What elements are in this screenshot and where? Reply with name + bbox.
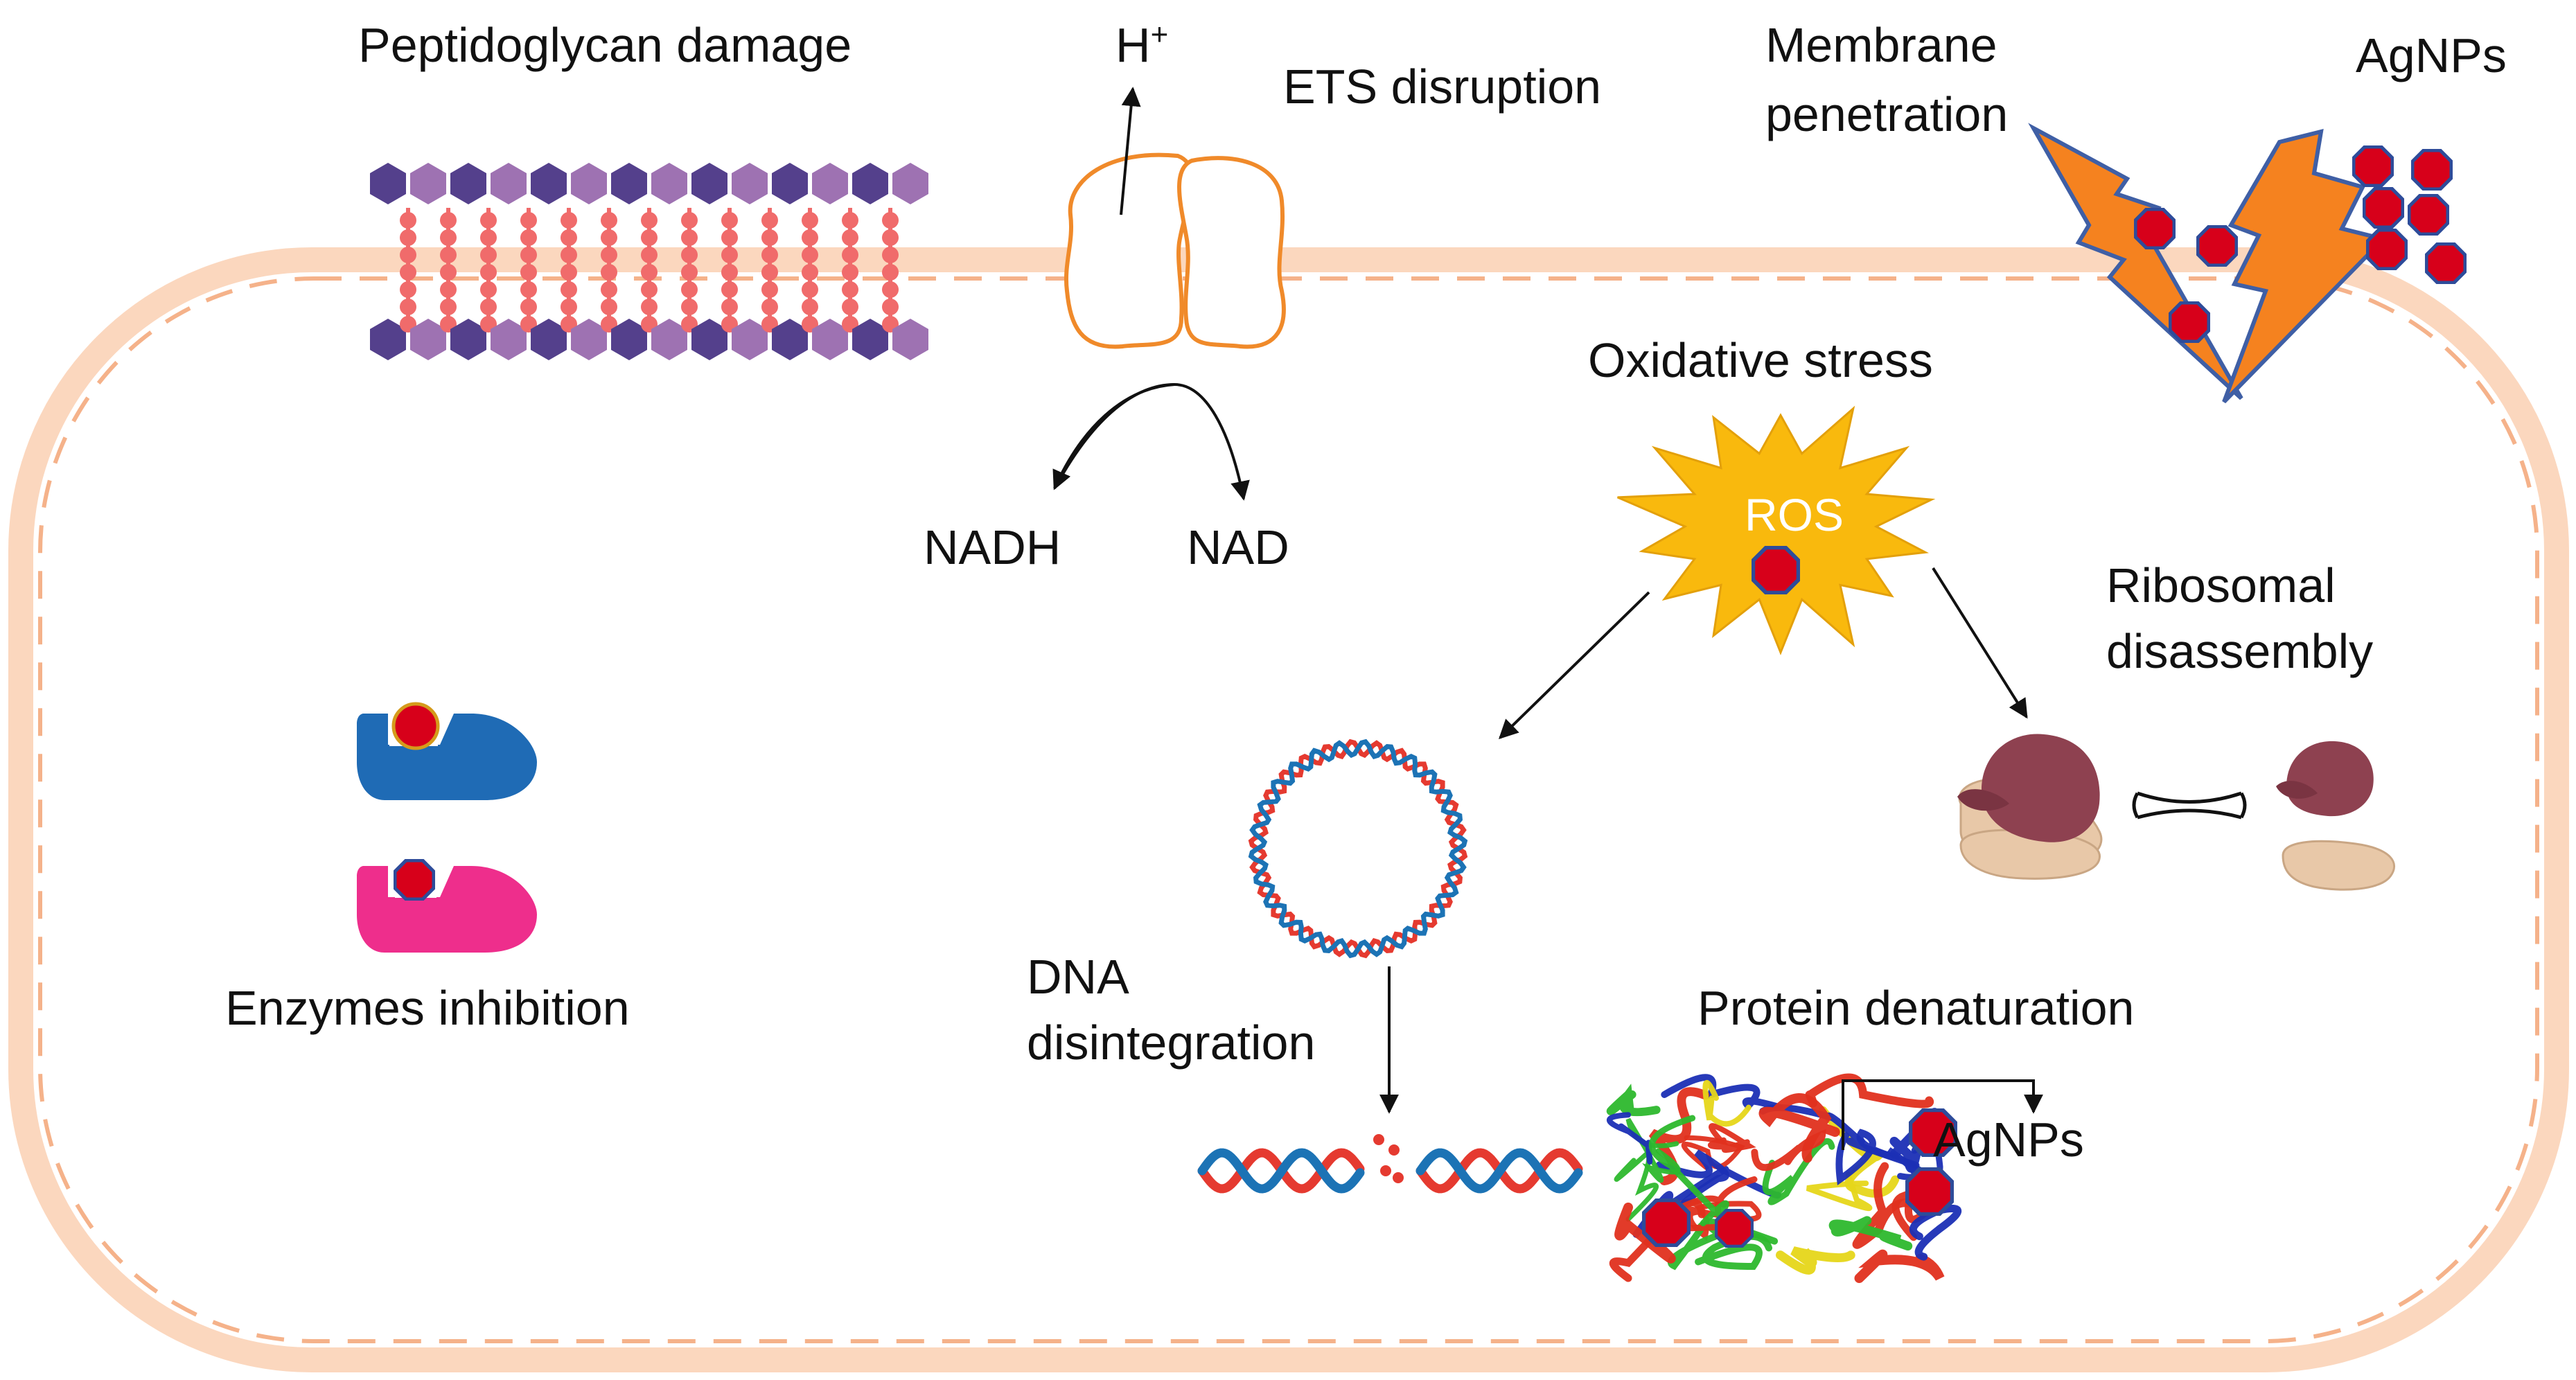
broken-dna-icon [1197,1134,1583,1194]
ribosomal-disassembly-label-line1: Ribosomal [2106,558,2336,612]
ets-disruption-label: ETS disruption [1283,60,1602,114]
protein-structure-icon [1606,1073,2043,1283]
agnps-label-top: AgNPs [2356,28,2507,82]
dna-disintegration-label-line2: disintegration [1027,1016,1316,1070]
ros-label: ROS [1745,489,1844,540]
ros-starburst-icon [1617,405,1936,655]
membrane-penetration-label-line1: Membrane [1765,18,1997,72]
transporter-protein-icon [1064,87,1286,349]
h-plus-base: H [1115,18,1151,72]
membrane-penetration-label-line2: penetration [1765,87,2009,141]
agnps-protein-label: AgNPs [1933,1113,2084,1167]
ribosome-icon [1957,734,2395,891]
peptidoglycan-layer-icon [370,163,928,360]
cell-envelope [8,247,2569,1372]
h-plus-label: H+ [1115,17,1169,72]
nadh-nad-arrow [1052,382,1250,501]
circular-dna-icon [1248,738,1468,959]
protein-denaturation-label: Protein denaturation [1697,981,2135,1035]
ros-arrows [1498,567,2028,739]
enzyme-icon [357,702,537,953]
oxidative-stress-label: Oxidative stress [1588,333,1933,387]
dna-disintegration-label-line1: DNA [1027,950,1129,1004]
peptidoglycan-damage-label: Peptidoglycan damage [358,18,852,72]
nad-label: NAD [1187,520,1289,574]
h-plus-superscript: + [1150,17,1169,52]
nadh-label: NADH [924,520,1061,574]
ribosomal-disassembly-label-line2: disassembly [2106,624,2374,678]
enzymes-inhibition-label: Enzymes inhibition [225,981,630,1035]
